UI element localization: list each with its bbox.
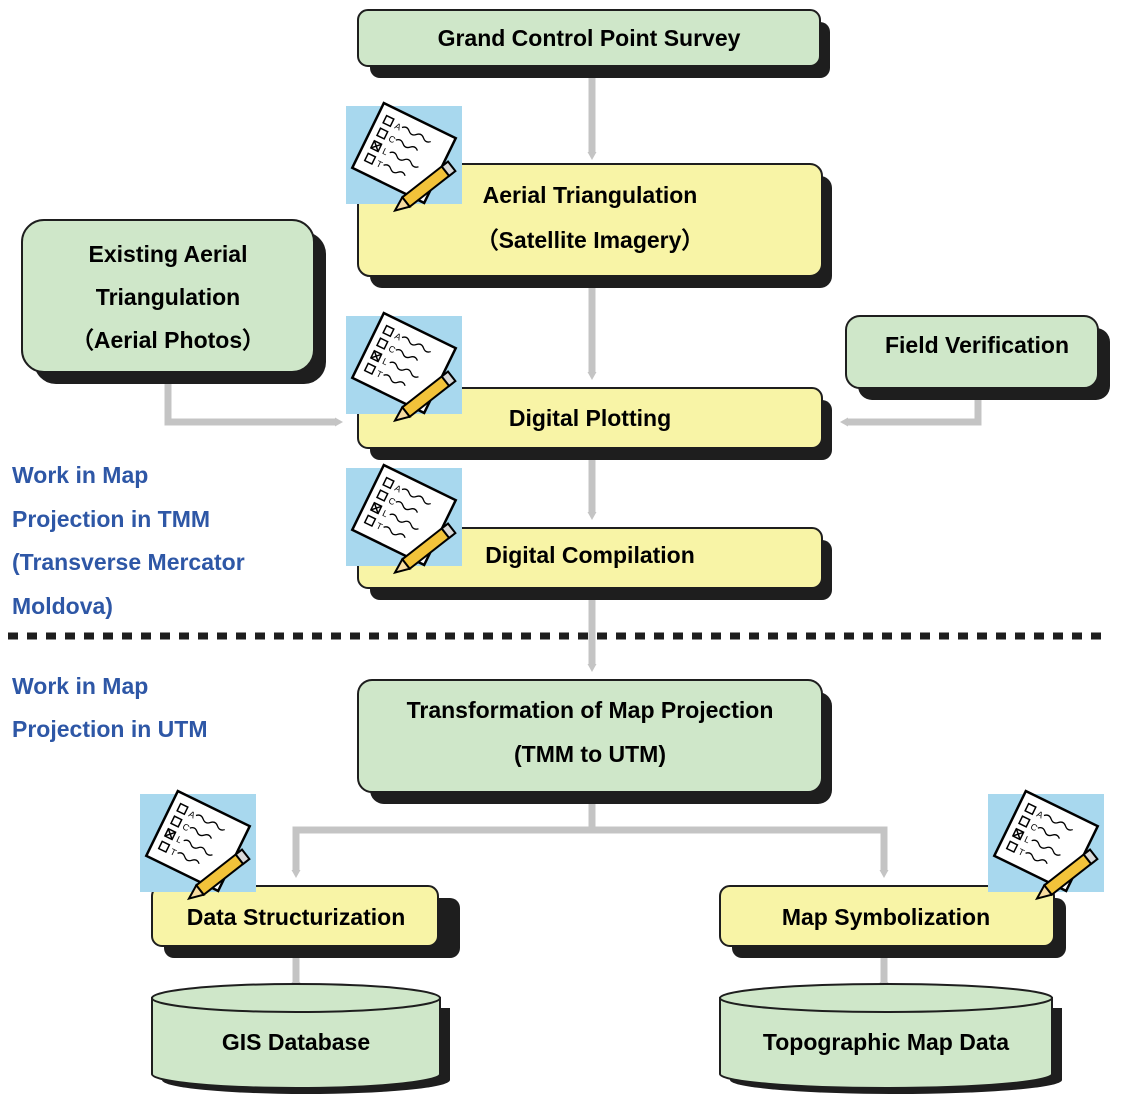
- node-grand-control-point-survey: Grand Control Point Survey: [357, 9, 830, 78]
- note-line: (Transverse Mercator: [12, 549, 245, 575]
- node-topographic-map-data: Topographic Map Data: [719, 983, 1062, 1094]
- node-label-line2: (TMM to UTM): [514, 741, 666, 767]
- note-line: Moldova): [12, 593, 113, 619]
- node-label: Field Verification: [885, 332, 1069, 358]
- node-aerial-triangulation: Aerial Triangulation （Satellite Imagery）: [357, 163, 832, 288]
- node-label-line2: Triangulation: [96, 284, 240, 310]
- node-label: Digital Plotting: [509, 405, 671, 431]
- node-existing-aerial-triangulation: Existing Aerial Triangulation （Aerial Ph…: [21, 219, 326, 384]
- checklist-icon: [344, 463, 464, 579]
- arrow-split-to-ms: [592, 826, 889, 878]
- node-label: GIS Database: [222, 1029, 370, 1055]
- arrow-split-to-ds: [291, 826, 592, 878]
- node-map-symbolization: Map Symbolization: [719, 885, 1066, 958]
- note-line: Projection in UTM: [12, 716, 208, 742]
- node-label-line1: Transformation of Map Projection: [407, 697, 774, 723]
- note-line: Work in Map: [12, 462, 148, 488]
- checklist-icon: [986, 789, 1106, 905]
- arrow-fv-to-dp: [840, 390, 982, 427]
- node-label-line2: （Satellite Imagery）: [476, 227, 705, 253]
- node-field-verification: Field Verification: [845, 315, 1110, 400]
- node-data-structurization: Data Structurization: [151, 885, 460, 958]
- checklist-icon: [344, 101, 464, 217]
- note-utm-work: Work in Map Projection in UTM: [12, 673, 208, 742]
- node-digital-compilation: Digital Compilation: [357, 527, 832, 600]
- node-gis-database: GIS Database: [151, 983, 450, 1094]
- node-label-line1: Existing Aerial: [89, 241, 248, 267]
- node-label: Data Structurization: [187, 904, 406, 930]
- note-line: Work in Map: [12, 673, 148, 699]
- node-label: Map Symbolization: [782, 904, 990, 930]
- node-label: Grand Control Point Survey: [438, 25, 741, 51]
- node-transformation-of-map-projection: Transformation of Map Projection (TMM to…: [357, 679, 832, 804]
- note-tmm-work: Work in Map Projection in TMM (Transvers…: [12, 462, 245, 619]
- checklist-icon: [138, 789, 258, 905]
- node-label: Digital Compilation: [485, 542, 695, 568]
- note-line: Projection in TMM: [12, 506, 210, 532]
- arrow-eat-to-dp: [164, 372, 343, 427]
- node-label-line1: Aerial Triangulation: [483, 182, 698, 208]
- node-label-line3: （Aerial Photos）: [71, 327, 265, 353]
- node-digital-plotting: Digital Plotting: [357, 387, 832, 460]
- checklist-icon: [344, 311, 464, 427]
- node-label: Topographic Map Data: [763, 1029, 1009, 1055]
